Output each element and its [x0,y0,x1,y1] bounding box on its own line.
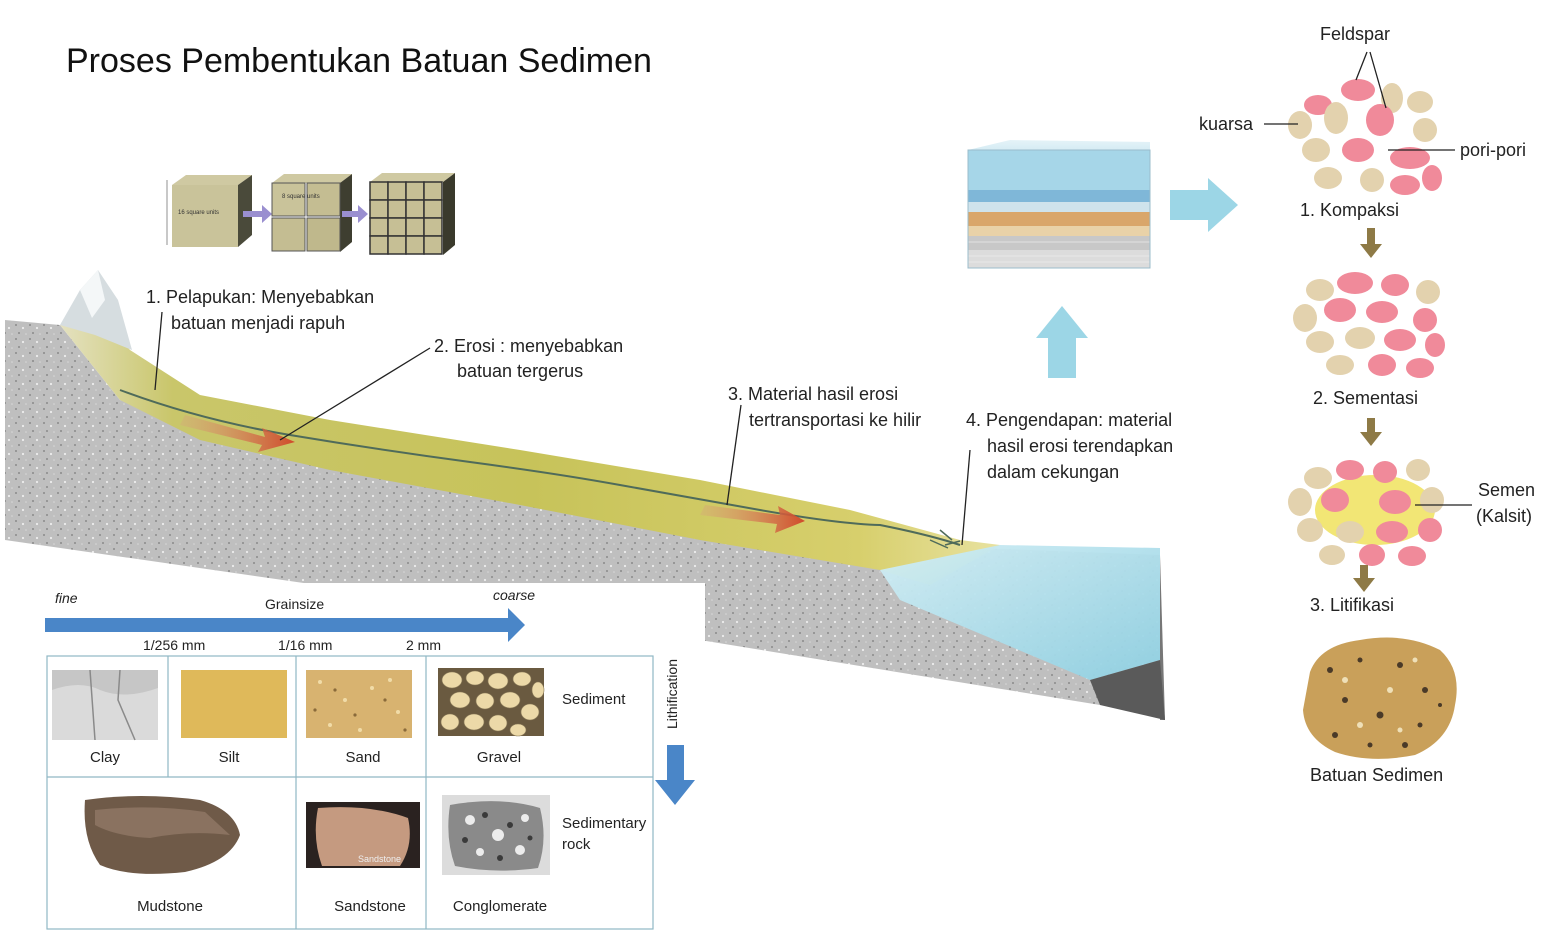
step3-line1: 3. Material hasil erosi [728,384,899,404]
conglomerate-image [442,795,550,875]
sandstone-image [306,802,420,868]
coarse-label: coarse [493,587,536,603]
kompaksi-label: 1. Kompaksi [1300,200,1400,220]
step4-line3: dalam cekungan [987,462,1120,482]
compaction-grains [1288,79,1442,195]
lithification-grains [1288,459,1444,566]
boundary-1-256: 1/256 mm [143,637,206,653]
feldspar-label: Feldspar [1320,24,1391,44]
mudstone-label: Mudstone [137,898,203,915]
lithification-arrow [655,745,695,805]
step2-line1: 2. Erosi : menyebabkan [434,336,624,356]
lithification-label: Lithification [664,658,680,730]
kuarsa-label: kuarsa [1199,114,1254,134]
sand-label: Sand [345,749,381,766]
cementation-grains [1293,272,1445,378]
kalsit-label: (Kalsit) [1476,506,1533,526]
clay-label: Clay [89,749,120,766]
page-title: Proses Pembentukan Batuan Sedimen [66,42,652,80]
gravel-label: Gravel [476,749,522,766]
conglomerate-label: Conglomerate [452,898,548,915]
mudstone-image [84,796,240,874]
step4-line1: 4. Pengendapan: material [966,410,1173,430]
batuan-sedimen-label: Batuan Sedimen [1310,765,1444,785]
grainsize-title: Grainsize [265,596,325,612]
step2-line2: batuan tergerus [457,361,584,381]
step3-line2: tertransportasi ke hilir [749,410,922,430]
sediment-row-label: Sediment [562,691,626,708]
pori-label: pori-pori [1460,140,1527,160]
sedimentary-rock-label-2: rock [562,836,591,853]
grainsize-grid [46,655,654,930]
sand-image [306,670,412,738]
cube1-label: 16 square units [178,210,220,216]
cube2-label: 8 square units [282,194,320,200]
step4-line2: hasil erosi terendapkan [987,436,1174,456]
sedimentary-rock-label-1: Sedimentary [562,815,647,832]
semen-label: Semen [1478,480,1536,500]
step1-line1: 1. Pelapukan: Menyebabkan [146,287,375,307]
sedimentary-rock-sample [1303,637,1457,759]
boundary-1-16: 1/16 mm [278,637,333,653]
gravel-image [438,668,545,737]
sementasi-label: 2. Sementasi [1313,388,1419,408]
sandstone-label: Sandstone [334,898,406,915]
sandstone-watermark: Sandstone [358,854,402,864]
right-arrow [1170,178,1238,232]
litifikasi-label: 3. Litifikasi [1310,595,1395,615]
fine-label: fine [55,590,78,606]
grainsize-arrow [45,608,525,642]
step1-line2: batuan menjadi rapuh [171,313,346,333]
silt-image [181,670,287,738]
sediment-block [967,140,1151,269]
silt-label: Silt [218,749,240,766]
weathering-cubes [166,173,455,255]
clay-image [52,669,158,741]
boundary-2mm: 2 mm [406,637,441,653]
up-arrow [1036,306,1088,378]
